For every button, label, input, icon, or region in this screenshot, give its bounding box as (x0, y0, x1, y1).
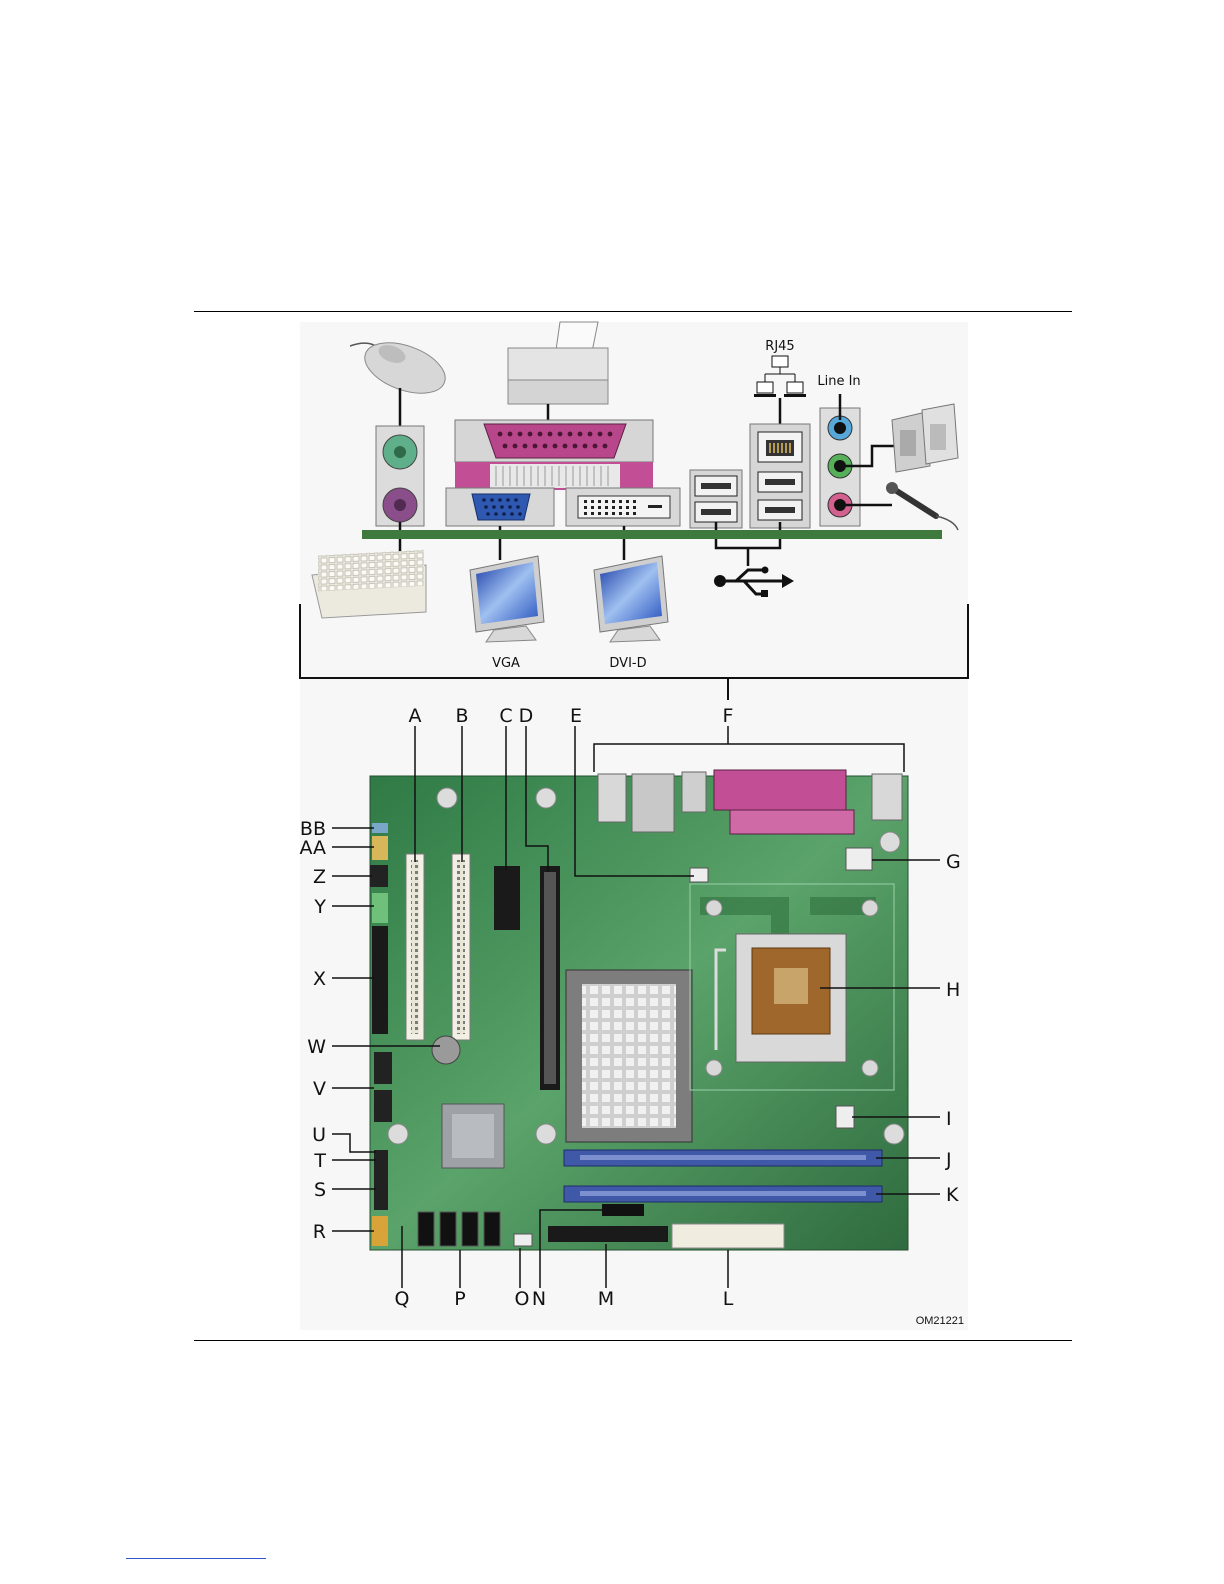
line-in-label: Line In (817, 374, 860, 389)
callout-x: X (313, 968, 326, 990)
battery (432, 1036, 460, 1064)
callout-z: Z (313, 866, 326, 888)
callout-b: B (455, 705, 468, 727)
callout-j: J (945, 1149, 952, 1171)
callout-n: N (532, 1288, 546, 1310)
callout-t: T (313, 1150, 326, 1172)
callout-r: R (313, 1221, 326, 1243)
vga-label: VGA (492, 656, 520, 671)
callout-m: M (598, 1288, 614, 1310)
callout-i: I (946, 1108, 952, 1130)
floppy-connector (372, 926, 388, 1034)
callout-d: D (519, 705, 534, 727)
parallel-port (484, 424, 626, 458)
callout-h: H (946, 979, 960, 1001)
dvi-label: DVI-D (609, 656, 646, 671)
callout-o: O (515, 1288, 530, 1310)
ide-connector (548, 1226, 668, 1242)
callout-q: Q (395, 1288, 410, 1310)
callout-v: V (313, 1078, 326, 1100)
motherboard (370, 770, 908, 1250)
pcie-x1-slot (494, 866, 520, 930)
io-shield-bar (362, 530, 942, 539)
callout-f: F (723, 705, 734, 727)
parallel-header (714, 770, 846, 810)
callout-aa: AA (299, 837, 326, 859)
callout-y: Y (313, 896, 326, 918)
atx-power-connector (672, 1224, 784, 1248)
callout-g: G (946, 851, 961, 873)
callout-c: C (499, 705, 512, 727)
callout-k: K (946, 1184, 959, 1206)
callout-w: W (307, 1036, 326, 1058)
figure-code: OM21221 (916, 1315, 964, 1327)
callout-e: E (570, 705, 582, 727)
callout-u: U (312, 1124, 326, 1146)
callout-a: A (409, 705, 422, 727)
rj45-label: RJ45 (765, 339, 794, 354)
callout-s: S (314, 1179, 326, 1201)
callout-p: P (454, 1288, 465, 1310)
keyboard-icon (312, 550, 426, 618)
callout-l: L (723, 1288, 734, 1310)
